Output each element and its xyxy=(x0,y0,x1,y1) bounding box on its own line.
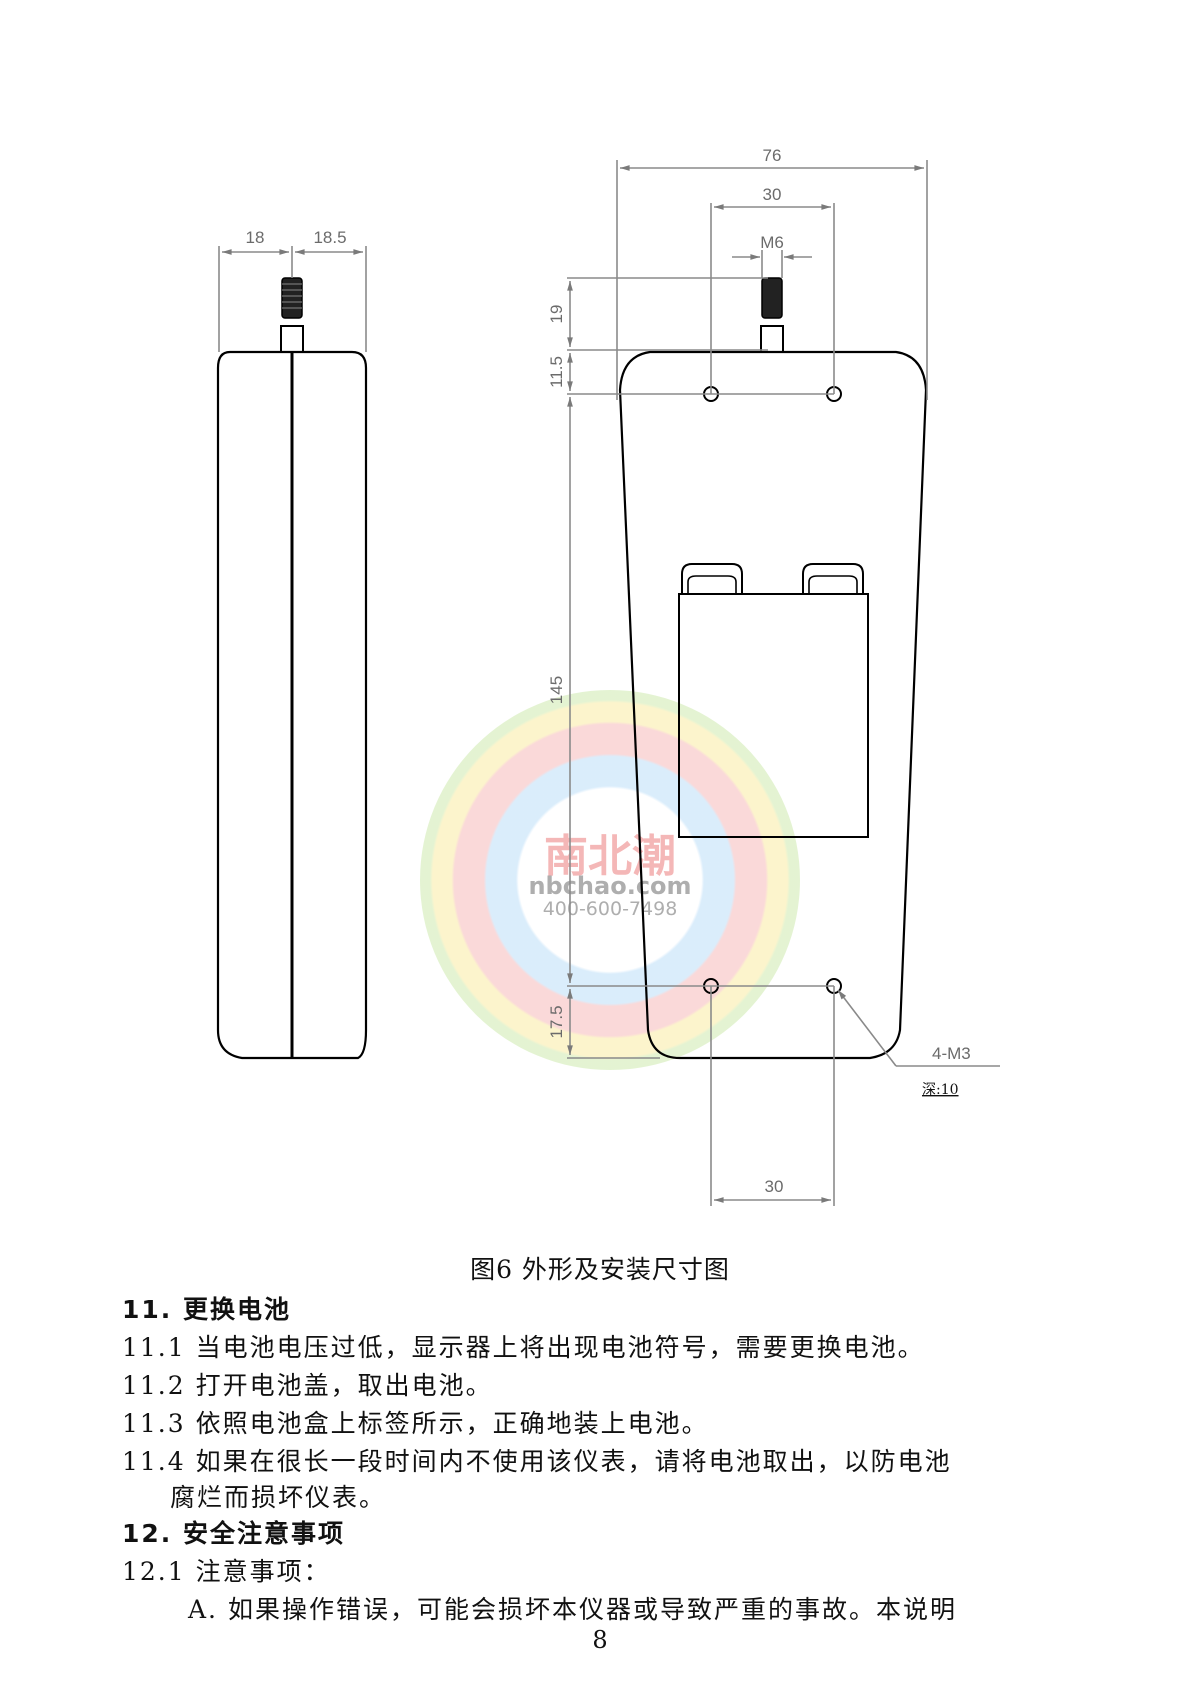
list-item-continuation: 腐烂而损坏仪表。 xyxy=(170,1483,387,1512)
side-view xyxy=(216,246,368,1060)
sub-list-item: A. 如果操作错误，可能会损坏本仪器或导致严重的事故。本说明 xyxy=(188,1595,957,1624)
dim-top-hole-offset: 11.5 xyxy=(547,356,566,388)
list-item: 11.4 如果在很长一段时间内不使用该仪表，请将电池取出，以防电池 xyxy=(122,1447,952,1476)
dim-bottom-hole-offset: 17.5 xyxy=(547,1005,566,1038)
dim-overall-width: 76 xyxy=(763,146,782,165)
callout-label: 4-M3 xyxy=(932,1044,971,1063)
list-item: 11.3 依照电池盒上标签所示，正确地装上电池。 xyxy=(122,1409,709,1438)
section-heading-11: 11. 更换电池 xyxy=(122,1295,291,1324)
front-view xyxy=(567,160,1000,1206)
list-item: 11.2 打开电池盖，取出电池。 xyxy=(122,1371,493,1400)
callout-depth: 深:10 xyxy=(922,1082,959,1098)
list-item: 11.1 当电池电压过低，显示器上将出现电池符号，需要更换电池。 xyxy=(122,1333,925,1362)
dim-hole-vertical-spacing: 145 xyxy=(547,676,566,704)
dim-top-hole-spacing: 30 xyxy=(763,185,782,204)
dim-side-left: 18 xyxy=(246,228,265,247)
watermark xyxy=(420,690,800,1070)
watermark-domain: nbchao.com xyxy=(528,872,692,900)
figure-caption: 图6 外形及安装尺寸图 xyxy=(470,1255,730,1284)
dimension-drawing: 18 18.5 xyxy=(216,146,1000,1206)
page-number: 8 xyxy=(592,1626,608,1654)
dim-thread: M6 xyxy=(760,233,784,252)
watermark-brand: 南北潮 xyxy=(544,831,676,882)
section-heading-12: 12. 安全注意事项 xyxy=(122,1519,345,1548)
dim-stud-height: 19 xyxy=(547,305,566,324)
dim-bottom-hole-spacing: 30 xyxy=(765,1177,784,1196)
dim-side-right: 18.5 xyxy=(313,228,346,247)
list-item: 12.1 注意事项： xyxy=(122,1557,331,1586)
